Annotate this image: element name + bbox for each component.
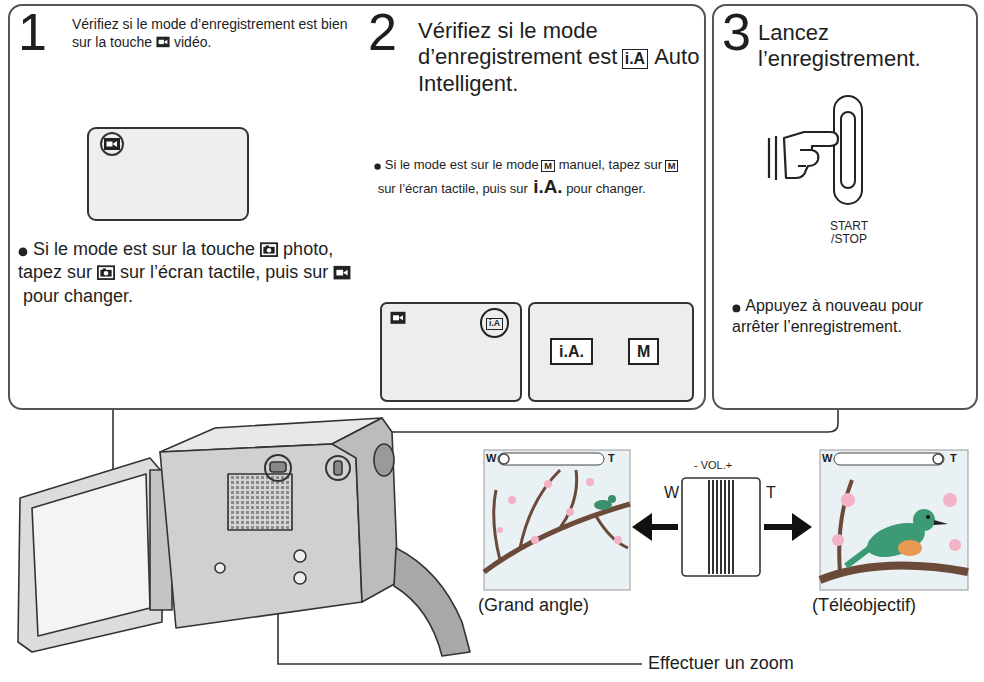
text-block: 1 <box>18 6 47 58</box>
wide-angle-picture <box>484 450 630 590</box>
text-block: Si le mode est sur le modeMmanuel, tapez… <box>374 156 699 199</box>
photo-icon <box>97 265 115 280</box>
text-block: Appuyez à nouveau pour arrêter l’enregis… <box>732 296 968 338</box>
zoom-marker: W <box>822 452 832 464</box>
instruction-text: pour changer. <box>23 286 133 306</box>
zoom-marker: W <box>486 452 496 464</box>
instruction-text: START /STOP <box>830 219 868 246</box>
mode-button-text: M <box>541 160 555 173</box>
screen-mock: i.A. M <box>528 302 694 402</box>
step-number: 2 <box>368 3 397 61</box>
start-stop-button <box>834 96 862 204</box>
mode-button-text: i.A <box>622 49 648 69</box>
instruction-text: manuel, tapez sur <box>559 157 662 172</box>
text-block <box>390 310 406 326</box>
bullet-dot <box>18 247 28 257</box>
video-icon <box>333 265 351 280</box>
caption-label: (Grand angle) <box>478 596 589 616</box>
instruction-text: sur l’écran tactile, puis sur <box>378 181 528 196</box>
text-block: 2 <box>368 6 397 58</box>
instruction-text: pour changer. <box>566 181 646 196</box>
zoom-marker: T <box>766 484 776 502</box>
text-block: i.A <box>480 308 509 338</box>
camcorder <box>18 418 470 656</box>
text-block: Si le mode est sur la touchephoto, tapez… <box>18 238 353 308</box>
instruction-text: Si le mode est sur la touche <box>33 239 255 259</box>
step-number: 3 <box>722 3 751 61</box>
instruction-text: i.A. <box>533 176 562 197</box>
leader-line <box>113 410 838 664</box>
photo-icon <box>260 242 278 257</box>
caption-label: Effectuer un zoom <box>648 654 794 674</box>
screen-mock <box>88 128 248 220</box>
step-panel: 1 Vérifiez si le mode d’enregistrement es… <box>8 4 706 410</box>
text-block: Lancez l’enregistrement. <box>758 20 972 73</box>
mode-button-text: i.A. <box>550 338 593 365</box>
bullet-dot <box>732 304 741 313</box>
zoom-marker: T <box>950 452 957 464</box>
mode-button-text: i.A <box>486 318 503 330</box>
step-panel: 3Lancez l’enregistrement. START /STOP Appu… <box>712 4 978 410</box>
video-icon <box>156 36 170 48</box>
instruction-text: Vérifiez si le mode d’enregistrement est <box>418 18 617 69</box>
text-block: M <box>628 338 659 365</box>
zoom-marker: W <box>664 484 679 502</box>
zoom-lever <box>632 478 812 576</box>
step-number: 1 <box>18 3 47 61</box>
text-block: Vérifiez si le mode d’enregistrement est… <box>418 18 700 97</box>
text-block: i.A. <box>550 338 593 365</box>
instruction-text: sur l’écran tactile, puis sur <box>120 262 328 282</box>
text-block: 3 <box>722 6 751 58</box>
pointing-hand <box>769 132 838 180</box>
instruction-text: vidéo. <box>174 34 211 50</box>
mode-button-text: M <box>628 338 659 365</box>
instruction-text: Si le mode est sur le mode <box>385 157 539 172</box>
screen-mock: i.A <box>380 302 522 402</box>
instruction-text: Appuyez à nouveau pour arrêter l’enregis… <box>732 297 923 335</box>
video-icon <box>390 311 406 325</box>
text-block: Vérifiez si le mode d’enregistrement est… <box>72 16 362 51</box>
bullet-dot <box>374 163 381 170</box>
mode-button-text: M <box>665 160 679 173</box>
zoom-marker: T <box>608 452 615 464</box>
instruction-text: Lancez l’enregistrement. <box>758 20 921 71</box>
text-block: START /STOP <box>812 220 886 246</box>
telephoto-picture <box>820 450 968 590</box>
zoom-marker: - VOL.+ <box>694 459 732 471</box>
caption-label: (Téléobjectif) <box>812 596 916 616</box>
